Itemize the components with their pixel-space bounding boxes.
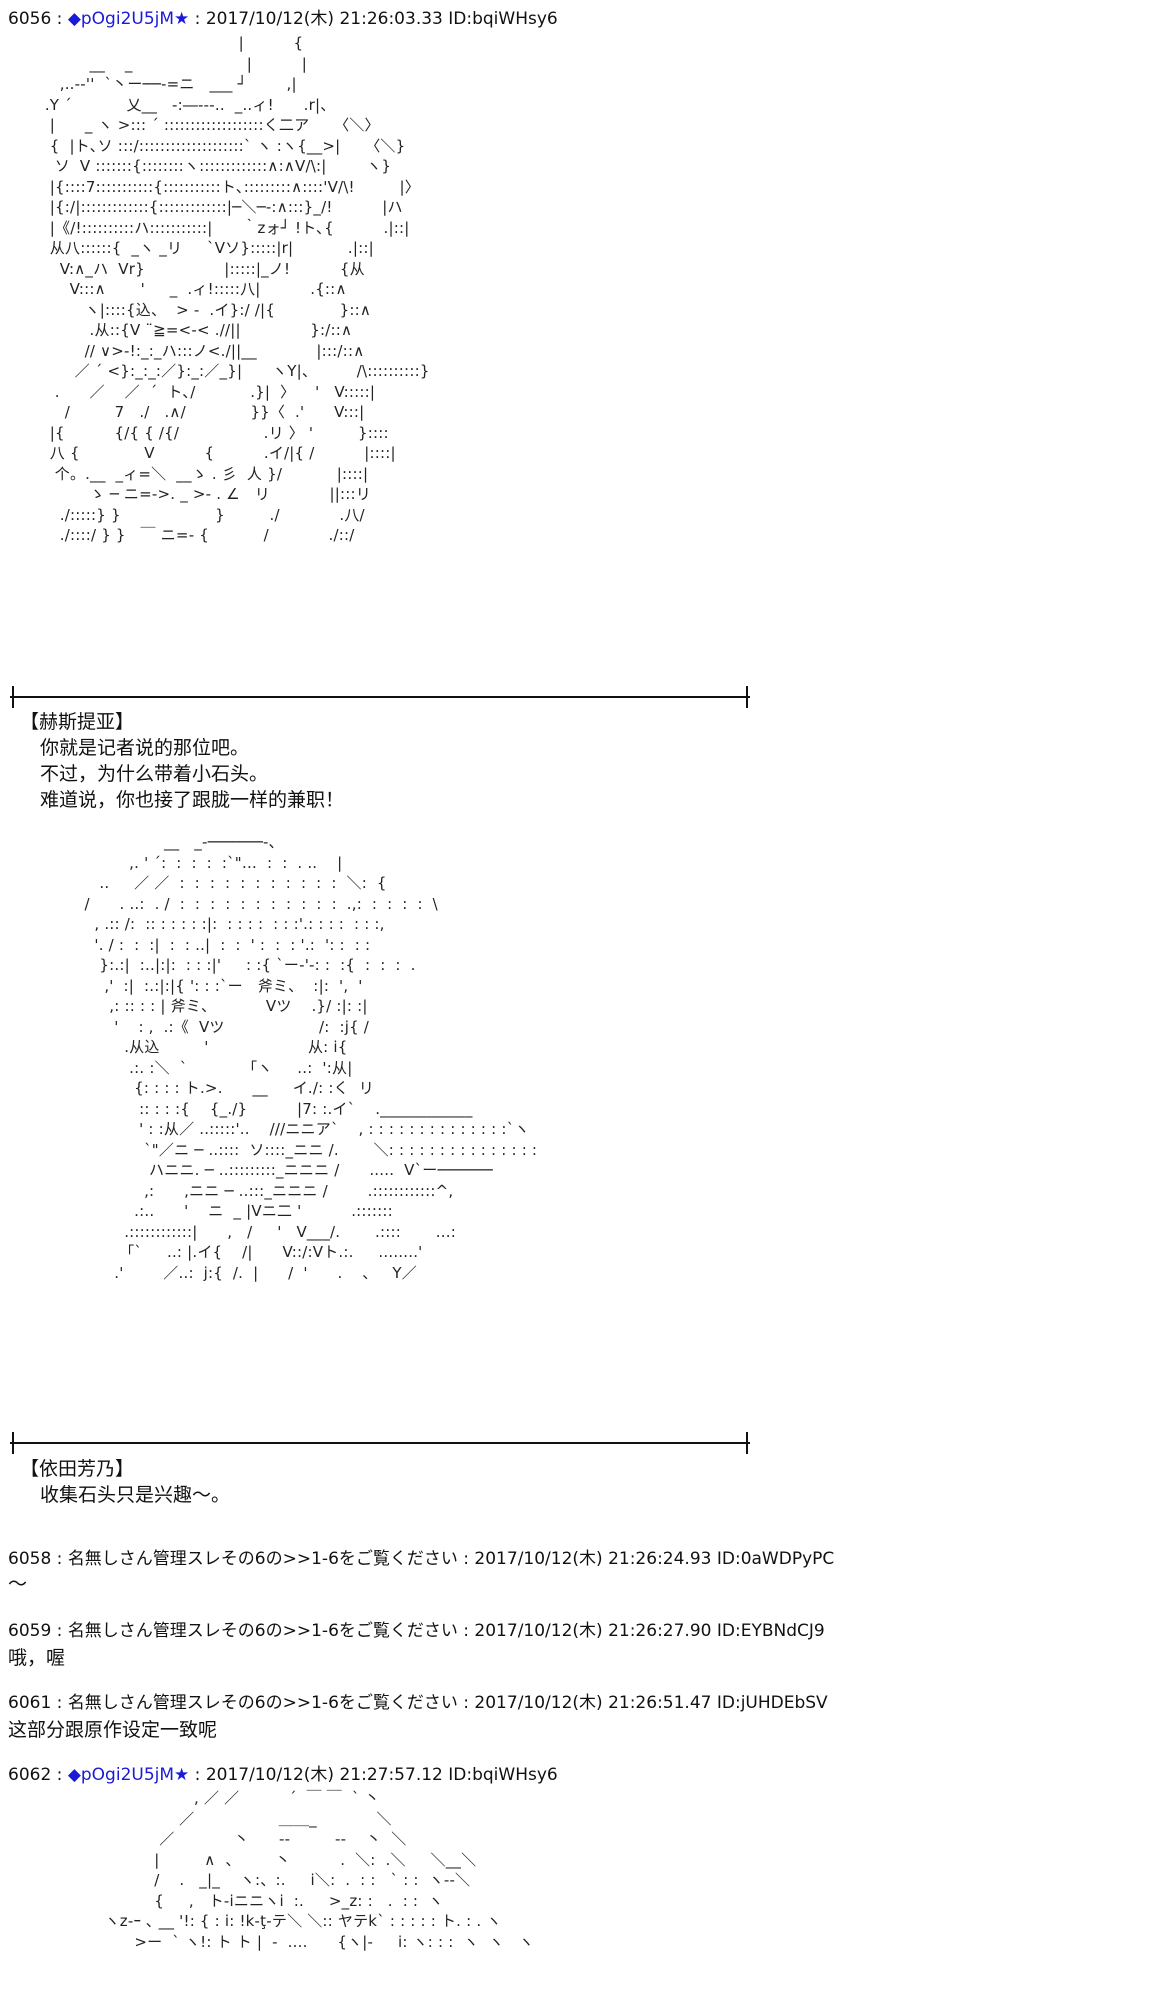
- speaker-label: 【依田芳乃】: [20, 1458, 135, 1480]
- post-number[interactable]: 6056: [8, 9, 52, 29]
- poster-name: 名無しさん管理スレその6の>>1-6をご覧ください: [67, 1621, 458, 1641]
- scene-divider: [10, 686, 750, 708]
- post-number[interactable]: 6058: [8, 1549, 52, 1569]
- dialog-line: 你就是记者说的那位吧。: [40, 737, 250, 759]
- post-meta: : 2017/10/12(木) 21:26:51.47 ID:jUHDEbSV: [457, 1693, 828, 1713]
- post-header-6061: 6061 : 名無しさん管理スレその6の>>1-6をご覧ください : 2017/…: [8, 1693, 828, 1713]
- poster-trip: ◆pOgi2U5jM★: [67, 9, 190, 29]
- post-number[interactable]: 6061: [8, 1693, 52, 1713]
- post-header-6058: 6058 : 名無しさん管理スレその6の>>1-6をご覧ください : 2017/…: [8, 1549, 835, 1569]
- poster-name: 名無しさん管理スレその6の>>1-6をご覧ください: [67, 1549, 458, 1569]
- dialog-lines: 你就是记者说的那位吧。 不过，为什么带着小石头。 难道说，你也接了跟胧一样的兼职…: [40, 735, 344, 813]
- poster-trip: ◆pOgi2U5jM★: [67, 1765, 190, 1785]
- post-meta: : 2017/10/12(木) 21:26:03.33 ID:bqiWHsy6: [189, 9, 558, 29]
- post-body: 哦，喔: [8, 1647, 66, 1669]
- dialog-line: 难道说，你也接了跟胧一样的兼职！: [40, 789, 345, 811]
- ascii-art-partial: , ／ ／ ´ ￣ ￣ ` 丶 ／ ＿＿_ ＼ ／ 丶 -- -- 丶 ＼ | …: [104, 1789, 534, 1951]
- dialog-line: 收集石头只是兴趣～。: [40, 1484, 231, 1506]
- ascii-art-yoshino: __ _-──────-、 ,. ' ´: : : : :`"… : : . .…: [84, 833, 538, 1282]
- post-header-6062: 6062 : ◆pOgi2U5jM★ : 2017/10/12(木) 21:27…: [8, 1765, 558, 1785]
- post-number[interactable]: 6059: [8, 1621, 52, 1641]
- speaker-label: 【赫斯提亚】: [20, 711, 135, 733]
- post-header-6059: 6059 : 名無しさん管理スレその6の>>1-6をご覧ください : 2017/…: [8, 1621, 825, 1641]
- ascii-art-hestia: | { __ _ | | ,..--'' `丶ー──-=ニ ___ ┘ ,| .…: [44, 34, 430, 544]
- scene-divider: [10, 1432, 750, 1454]
- dialog-line: 不过，为什么带着小石头。: [40, 763, 269, 785]
- post-body: ～: [8, 1573, 28, 1595]
- post-body: 这部分跟原作设定一致呢: [8, 1719, 218, 1741]
- post-meta: : 2017/10/12(木) 21:26:24.93 ID:0aWDPyPC: [457, 1549, 835, 1569]
- post-number[interactable]: 6062: [8, 1765, 52, 1785]
- post-header-6056: 6056 : ◆pOgi2U5jM★ : 2017/10/12(木) 21:26…: [8, 9, 558, 29]
- post-meta: : 2017/10/12(木) 21:27:57.12 ID:bqiWHsy6: [189, 1765, 558, 1785]
- dialog-lines: 收集石头只是兴趣～。: [40, 1482, 230, 1508]
- poster-name: 名無しさん管理スレその6の>>1-6をご覧ください: [67, 1693, 458, 1713]
- post-meta: : 2017/10/12(木) 21:26:27.90 ID:EYBNdCJ9: [457, 1621, 825, 1641]
